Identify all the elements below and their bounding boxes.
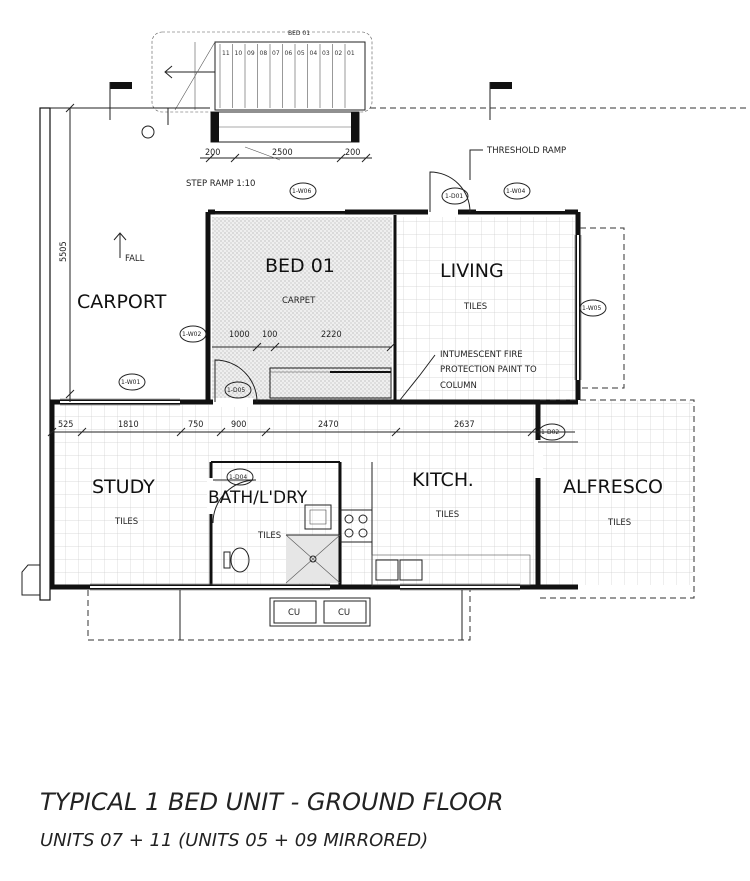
bed-wardrobe xyxy=(269,367,392,399)
svg-text:1-D05: 1-D05 xyxy=(227,387,245,394)
dim-2470: 2470 xyxy=(318,420,339,430)
door-swing-d01 xyxy=(429,171,471,213)
condenser-label-1: CU xyxy=(288,608,300,618)
condenser-label-2: CU xyxy=(338,608,350,618)
stair-treads: 11 10 09 08 07 06 05 04 03 02 01 xyxy=(219,44,355,108)
fall-arrow xyxy=(113,232,127,258)
carport-boundary xyxy=(39,107,210,601)
room-finish-bed: CARPET xyxy=(282,296,316,306)
tag-w02: 1-W02 xyxy=(179,325,207,343)
condensers: CU CU xyxy=(269,597,371,627)
room-name-kitchen: KITCH. xyxy=(412,469,474,491)
dim-2220: 2220 xyxy=(321,330,342,340)
tag-w06: 1-W06 xyxy=(289,182,317,200)
note-step-ramp: STEP RAMP 1:10 xyxy=(186,179,255,189)
room-name-bath: BATH/L'DRY xyxy=(208,488,308,508)
study-planter xyxy=(87,590,471,641)
tag-w05: 1-W05 xyxy=(579,299,607,317)
door-swing-d05 xyxy=(214,359,258,403)
stair-number: 02 xyxy=(335,50,343,57)
stair-number: 03 xyxy=(322,50,330,57)
room-name-carport: CARPORT xyxy=(77,291,167,313)
dimension-lines xyxy=(47,103,575,437)
dim-100: 100 xyxy=(262,330,277,340)
svg-text:1-W05: 1-W05 xyxy=(582,305,601,312)
stair-number: 04 xyxy=(310,50,318,57)
note-fire-3: COLUMN xyxy=(440,381,477,391)
tag-w04: 1-W04 xyxy=(503,182,531,200)
flag-right xyxy=(490,82,512,89)
room-name-study: STUDY xyxy=(92,476,155,498)
stair-number: 07 xyxy=(272,50,280,57)
stair-label: BED 01 xyxy=(288,30,310,37)
svg-text:1-W06: 1-W06 xyxy=(292,188,311,195)
room-finish-kitchen: TILES xyxy=(435,510,459,520)
living-tile-fill xyxy=(397,217,575,400)
alfresco-tile-fill xyxy=(541,400,693,585)
stair-number: 11 xyxy=(222,50,230,57)
svg-text:1-D02: 1-D02 xyxy=(541,429,559,436)
room-finish-alfresco: TILES xyxy=(607,518,631,528)
dim-1810: 1810 xyxy=(118,420,139,430)
kitchen-bench xyxy=(339,462,531,587)
drawing-title: TYPICAL 1 BED UNIT - GROUND FLOOR xyxy=(40,788,504,816)
svg-text:1-D04: 1-D04 xyxy=(229,474,247,481)
tag-d04: 1-D04 xyxy=(226,468,254,486)
dim-750: 750 xyxy=(188,420,203,430)
note-fire-1: INTUMESCENT FIRE xyxy=(440,350,523,360)
room-name-living: LIVING xyxy=(440,260,504,282)
stair-number: 09 xyxy=(247,50,255,57)
windows xyxy=(60,209,582,591)
dim-1000: 1000 xyxy=(229,330,250,340)
bath-fixtures xyxy=(223,504,341,584)
stair-number: 06 xyxy=(285,50,293,57)
drawing-subtitle: UNITS 07 + 11 (UNITS 05 + 09 MIRRORED) xyxy=(40,830,428,851)
dim-5505: 5505 xyxy=(59,241,69,262)
stair-number: 10 xyxy=(235,50,243,57)
room-name-alfresco: ALFRESCO xyxy=(563,476,663,498)
room-finish-bath: TILES xyxy=(257,531,281,541)
svg-text:1-W01: 1-W01 xyxy=(121,379,140,386)
corner-detail xyxy=(21,564,40,596)
dim-900: 900 xyxy=(231,420,246,430)
svg-text:1-D01: 1-D01 xyxy=(445,193,463,200)
svg-text:1-W04: 1-W04 xyxy=(506,188,525,195)
note-fire-2: PROTECTION PAINT TO xyxy=(440,365,537,375)
stair-number: 08 xyxy=(260,50,268,57)
alfresco-outline xyxy=(540,399,695,599)
note-threshold-ramp: THRESHOLD RAMP xyxy=(486,146,566,156)
room-name-bed: BED 01 xyxy=(265,255,335,277)
stair-number: 01 xyxy=(347,50,355,57)
room-finish-living: TILES xyxy=(463,302,487,312)
svg-text:1-W02: 1-W02 xyxy=(182,331,201,338)
tag-d05: 1-D05 xyxy=(224,381,252,399)
living-bay-outline xyxy=(580,227,625,389)
tag-d02: 1-D02 xyxy=(538,423,566,441)
stair-block: BED 01 11 10 09 08 07 06 05 04 03 02 01 xyxy=(151,30,373,143)
flag-left xyxy=(110,82,132,89)
note-fall: FALL xyxy=(125,254,145,264)
threshold-leader xyxy=(469,149,483,180)
room-finish-study: TILES xyxy=(114,517,138,527)
section-marker xyxy=(141,125,155,139)
dim-200-left: 200 xyxy=(205,148,220,158)
dim-200-right: 200 xyxy=(345,148,360,158)
dim-2500: 2500 xyxy=(272,148,293,158)
dim-525: 525 xyxy=(58,420,73,430)
tag-d01: 1-D01 xyxy=(441,187,469,205)
stair-number: 05 xyxy=(297,50,305,57)
tag-w01: 1-W01 xyxy=(118,373,146,391)
fire-leader xyxy=(399,354,436,401)
dim-2637: 2637 xyxy=(454,420,475,430)
